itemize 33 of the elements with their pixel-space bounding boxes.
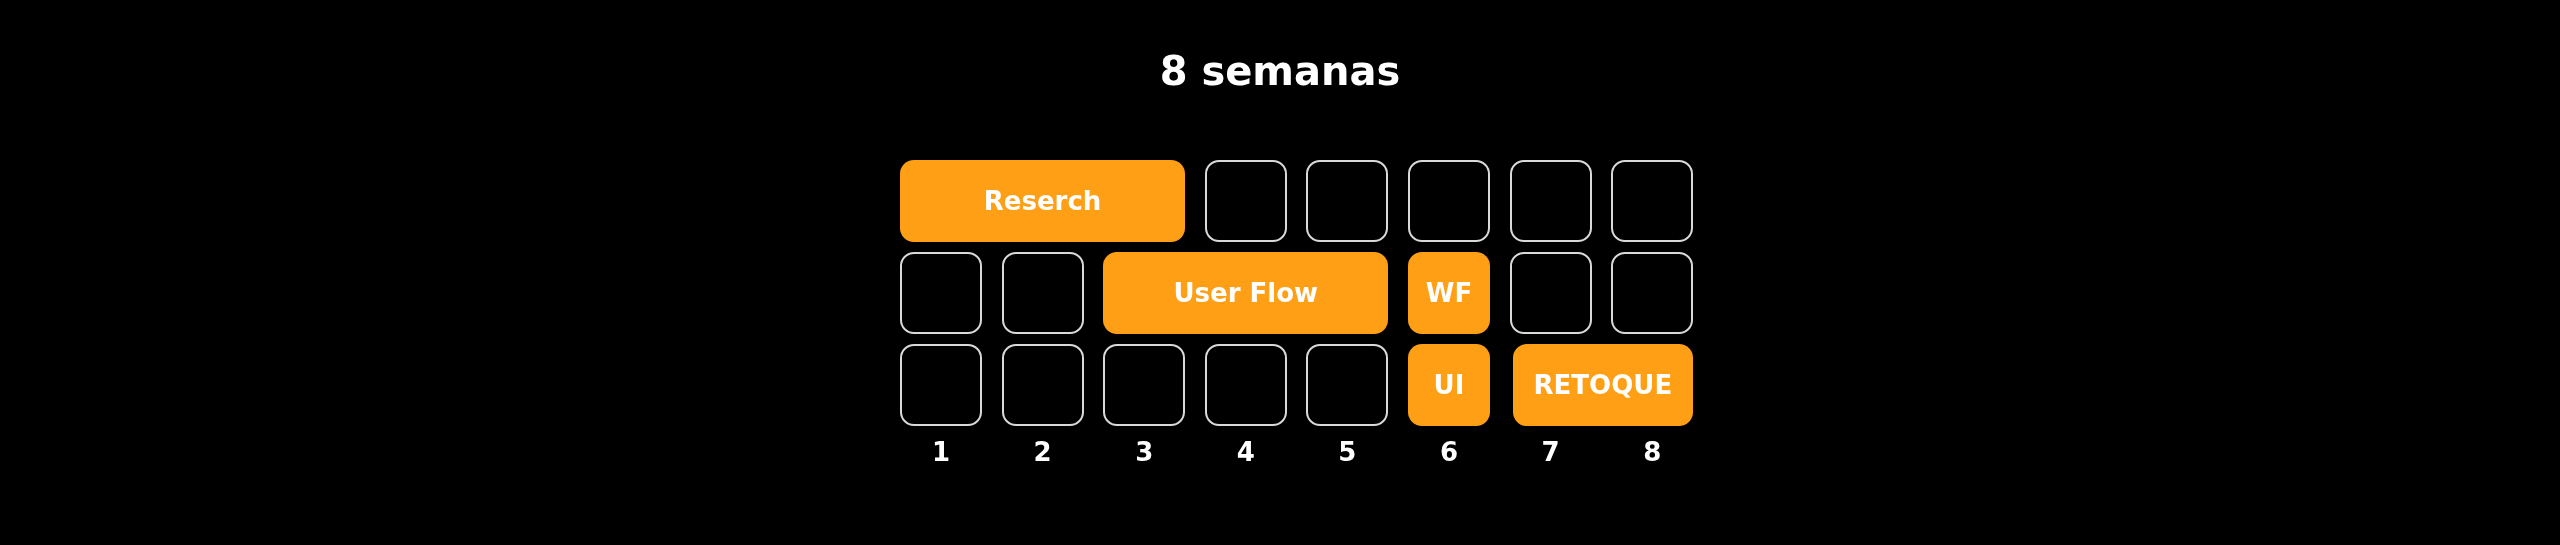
empty-week-box	[1306, 160, 1389, 242]
week-number: 8	[1642, 437, 1663, 467]
empty-week-box	[900, 344, 982, 426]
week-number: 5	[1337, 437, 1358, 467]
task-label: WF	[1425, 278, 1473, 308]
empty-week-box	[1103, 344, 1186, 426]
week-number: 1	[930, 437, 952, 467]
week-number: 2	[1032, 437, 1053, 467]
task-label: UI	[1433, 370, 1465, 400]
week-number: 7	[1540, 437, 1561, 467]
task-label: RETOQUE	[1533, 370, 1673, 400]
task-bar	[900, 160, 1186, 242]
empty-week-box	[1509, 252, 1592, 334]
task-label: Reserch	[983, 186, 1102, 216]
task-bar	[1103, 252, 1389, 334]
task-bar	[1512, 344, 1694, 426]
empty-week-box	[1408, 160, 1490, 242]
week-number: 3	[1134, 437, 1155, 467]
empty-week-box	[1306, 344, 1389, 426]
task-bar	[1408, 344, 1490, 426]
empty-week-box	[900, 252, 982, 334]
task-bar	[1408, 252, 1490, 334]
empty-week-box	[1001, 252, 1084, 334]
empty-week-box	[1611, 252, 1694, 334]
week-number: 4	[1235, 437, 1256, 467]
empty-week-box	[1204, 160, 1287, 242]
empty-week-box	[1001, 344, 1084, 426]
diagram-title: 8 semanas	[1158, 48, 1402, 94]
empty-week-box	[1611, 160, 1694, 242]
empty-week-box	[1509, 160, 1592, 242]
empty-week-box	[1204, 344, 1287, 426]
week-number: 6	[1438, 437, 1460, 467]
task-label: User Flow	[1173, 278, 1319, 308]
